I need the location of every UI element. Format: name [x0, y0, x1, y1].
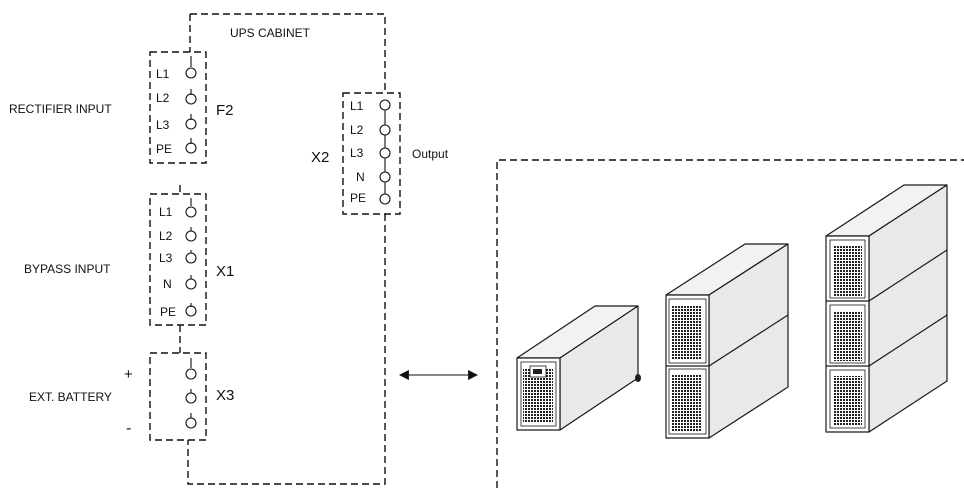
terminal-label: PE — [350, 191, 366, 205]
ups-models-enclosure — [496, 159, 964, 488]
terminal-label: L1 — [159, 205, 173, 219]
terminal-label: L2 — [156, 91, 170, 105]
terminal-label: PE — [160, 305, 176, 319]
battery-minus-sign: - — [126, 420, 131, 437]
ups-unit-single-icon — [516, 305, 641, 431]
terminal-screw-icon — [185, 358, 197, 429]
battery-plus-sign: + — [124, 366, 133, 383]
terminal-label: L2 — [350, 123, 364, 137]
terminal-label: N — [356, 170, 365, 184]
terminal-label: L3 — [156, 118, 170, 132]
cabinet-title: UPS CABINET — [230, 26, 311, 40]
battery-designator: X3 — [216, 387, 234, 404]
terminal-screw-icon — [185, 198, 197, 317]
terminal-label: L1 — [350, 99, 364, 113]
bypass-input-label: BYPASS INPUT — [24, 262, 111, 276]
ups-cabinet-outline — [179, 13, 386, 485]
bypass-designator: X1 — [216, 263, 234, 280]
ups-unit-triple-icon — [825, 184, 948, 433]
battery-terminal-block — [149, 352, 207, 441]
output-terminal-block: L1 L2 L3 N PE — [342, 92, 401, 215]
terminal-label: L2 — [159, 229, 173, 243]
ext-battery-label: EXT. BATTERY — [29, 390, 112, 404]
ups-unit-double-icon — [665, 243, 789, 439]
terminal-label: PE — [156, 142, 172, 156]
rectifier-input-label: RECTIFIER INPUT — [9, 102, 112, 116]
bypass-terminal-block: L1 L2 L3 N PE — [149, 193, 207, 326]
terminal-label: N — [163, 277, 172, 291]
rectifier-terminal-block: L1 L2 L3 PE — [149, 51, 207, 164]
terminal-screw-icon — [379, 99, 391, 205]
terminal-label: L1 — [156, 67, 170, 81]
terminal-screw-icon — [185, 56, 197, 154]
rectifier-designator: F2 — [216, 102, 234, 119]
terminal-label: L3 — [159, 251, 173, 265]
output-label: Output — [412, 147, 449, 161]
terminal-label: L3 — [350, 146, 364, 160]
output-designator: X2 — [311, 149, 329, 166]
